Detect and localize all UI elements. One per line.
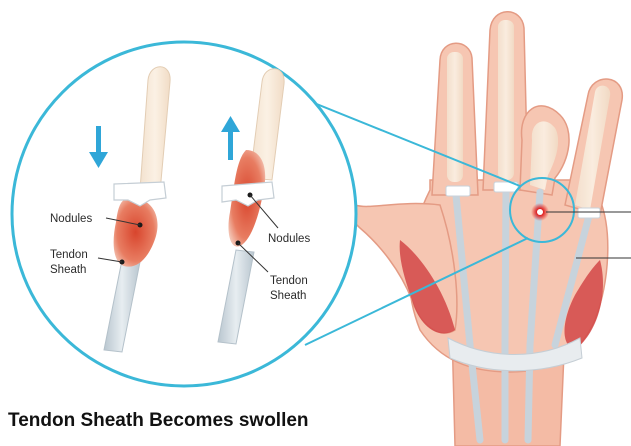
magnified-view: Nodules Tendon Sheath Nodules Tendon She… — [12, 42, 356, 386]
left-tendon-label-line2: Sheath — [50, 264, 86, 276]
right-tendon-label-line2: Sheath — [270, 290, 306, 302]
figure-caption: Tendon Sheath Becomes swollen — [8, 410, 309, 432]
right-tendon-label-line1: Tendon — [270, 275, 308, 287]
right-nodules-label: Nodules — [268, 233, 310, 245]
left-tendon-label-line1: Tendon — [50, 249, 88, 261]
hand-illustration — [349, 12, 631, 446]
left-nodules-label: Nodules — [50, 213, 92, 225]
